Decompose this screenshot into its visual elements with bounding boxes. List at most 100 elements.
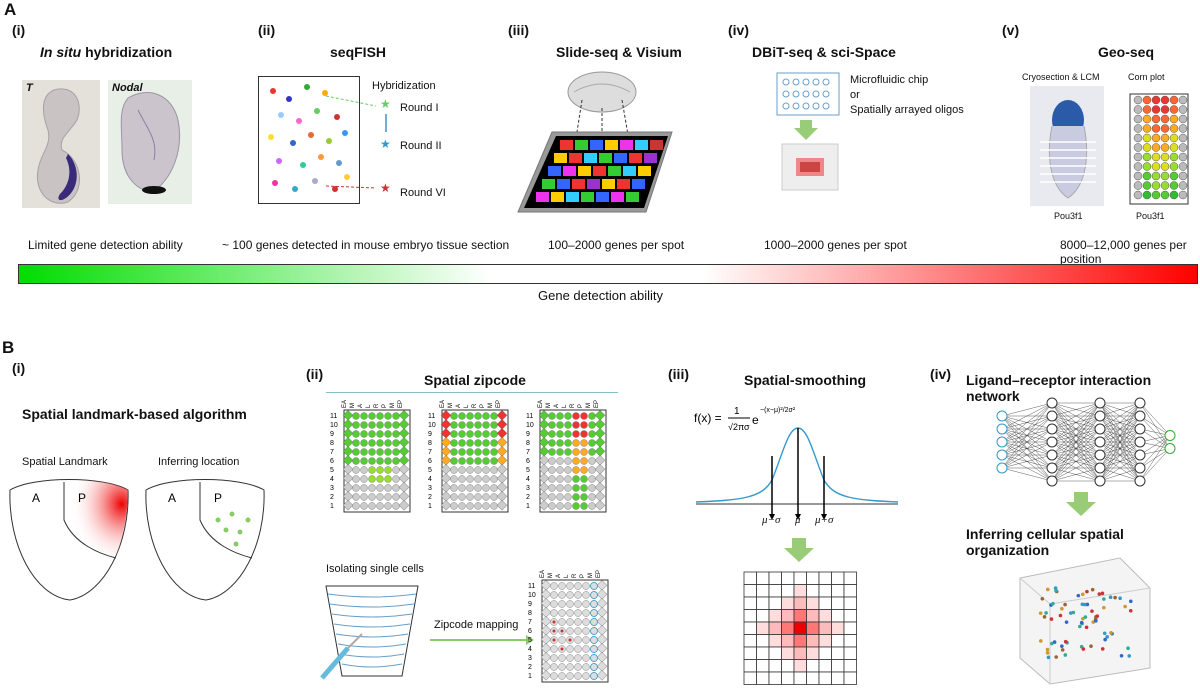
zip-cell [392,484,400,492]
scatter-point [1082,602,1087,607]
scatter-point [1128,599,1133,604]
zip-cell [550,654,558,662]
zip-row-label: 7 [330,449,334,456]
zip-cell [588,448,596,456]
smoothing-cell [843,646,857,660]
smoothing-cell [793,609,807,623]
network-node [1046,397,1058,409]
zip-cell [376,493,384,501]
zip-cell [538,428,550,439]
zip-cell [458,448,466,456]
smoothing-cell [818,571,832,585]
scatter-point [1102,631,1107,636]
zip-col-label: EA [538,400,544,408]
zip-cell [550,663,558,671]
zip-cell [580,448,588,456]
network-node [1134,436,1146,448]
zip-cell [490,448,498,456]
landmark-heart-left: A P [9,479,129,601]
scatter-point [1063,639,1068,644]
smoothing-cell [793,659,807,673]
smoothing-cell [743,659,757,673]
panel-b-i-title: Spatial landmark-based algorithm [22,406,247,422]
zip-cell [580,421,588,429]
zip-col-label: L [562,404,568,408]
zip-cell [490,466,498,474]
zip-row-label: 3 [528,655,532,662]
scatter-point [1063,653,1068,657]
zip-cell [564,439,572,447]
zip-cell [588,484,596,492]
zip-row-label: 4 [526,476,530,483]
zip-cell [440,419,452,430]
smoothing-cell [843,621,857,635]
panel-a-iii-number: (iii) [508,22,529,38]
corn-cell [1142,133,1152,143]
zip-cell [548,448,556,456]
zip-cell [458,484,466,492]
smoothing-cell [843,609,857,623]
zip-cell [352,493,360,501]
zip-row-label: 4 [428,476,432,483]
scatter-point [1094,619,1098,623]
zip-cell [574,672,582,680]
round-1-label: Round I [400,102,439,114]
corn-cell [1160,181,1170,190]
smoothing-cell [756,659,770,673]
zip-col-label: L [366,404,372,408]
zip-row-label: 10 [428,422,436,429]
panel-a-v-number: (v) [1002,22,1020,38]
zip-row-label: 6 [428,458,432,465]
corn-cell [1133,114,1143,124]
smoothing-cell [743,584,757,598]
zip-cell [352,430,360,438]
zip-cell [398,482,410,493]
zip-cell [466,439,474,447]
zip-cell [556,448,564,456]
slide-seq-illustration [517,71,673,213]
svg-text:f(x) =: f(x) = [694,411,722,425]
zip-cell [440,410,452,421]
zip-cell [588,475,596,483]
network-node [1094,436,1106,448]
zip-col-label: M [488,403,494,408]
panel-a-iii-title: Slide-seq & Visium [556,44,682,60]
zip-cell [588,439,596,447]
zip-cell [538,437,550,448]
mu-label: μ [795,514,801,526]
zip-col-label: EP [596,570,602,578]
smoothing-cell [781,584,795,598]
zip-cell [588,502,596,510]
corn-cell [1178,105,1188,114]
zip-row-label: 2 [528,664,532,671]
scatter-point [1128,608,1133,613]
smoothing-cell [843,671,857,685]
zip-cell [596,625,608,636]
smoothing-cell [831,634,845,648]
zip-cell [564,457,572,465]
zip-cell [594,464,606,475]
zip-cell [482,484,490,492]
smoothing-cell [831,671,845,685]
zip-row-label: 7 [428,449,432,456]
zip-cell [360,475,368,483]
zip-cell [564,421,572,429]
smoothing-cell [781,621,795,635]
zip-cell [574,654,582,662]
smoothing-cell [768,584,782,598]
zip-cell [466,421,474,429]
zip-cell [582,636,590,644]
smoothing-cell [781,596,795,610]
zip-cell [540,625,552,636]
zip-cell [360,466,368,474]
smoothing-cell [843,659,857,673]
zip-col-label: R [472,403,478,408]
zip-cell [558,672,566,680]
smoothing-cell [831,621,845,635]
svg-text:e: e [752,413,759,427]
scatter-point [1078,624,1082,629]
panel-a-i-number: (i) [12,22,26,38]
zip-cell [398,500,410,511]
network-node [1164,430,1176,441]
